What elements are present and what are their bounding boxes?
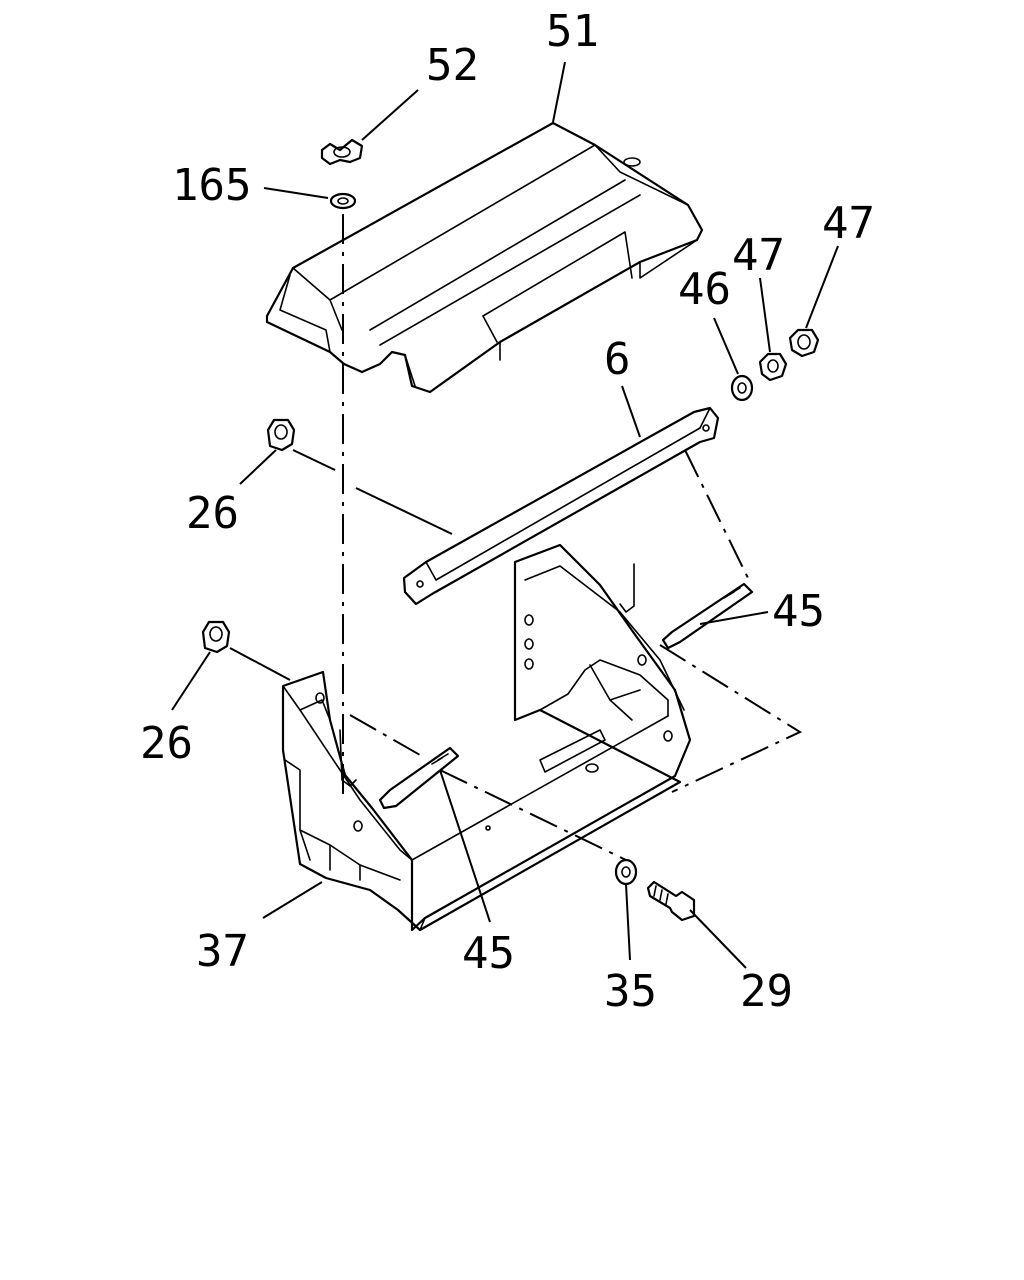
callout-6: 6 <box>604 334 631 385</box>
callout-51: 51 <box>546 6 599 57</box>
nut-part-47-outer <box>788 328 820 358</box>
callout-52: 52 <box>426 40 479 91</box>
hook-bolt-part-45-left <box>339 729 460 810</box>
wing-nut-part <box>320 138 364 166</box>
callout-47-inner: 47 <box>732 230 785 281</box>
bolt-part-29 <box>646 880 696 922</box>
washer-part-35 <box>614 858 638 886</box>
washer-part-165 <box>329 192 357 210</box>
nut-part-26-upper <box>266 418 296 452</box>
callout-47-outer: 47 <box>822 198 875 249</box>
callout-29: 29 <box>740 966 793 1017</box>
callout-45-left: 45 <box>462 928 515 979</box>
callout-165: 165 <box>172 160 251 211</box>
hook-bolt-part-45-right <box>619 563 754 650</box>
callout-46: 46 <box>678 264 731 315</box>
leader-lines <box>171 61 839 969</box>
battery-cover-part <box>265 121 704 394</box>
callout-45-right: 45 <box>772 586 825 637</box>
battery-tray-part <box>281 543 692 932</box>
hold-down-bar-part <box>402 406 720 606</box>
assembly-centerlines <box>342 214 803 861</box>
callout-26-upper: 26 <box>186 488 239 539</box>
washer-part-46 <box>730 374 754 402</box>
callout-35: 35 <box>604 966 657 1017</box>
callout-26-lower: 26 <box>140 718 193 769</box>
callout-37: 37 <box>196 926 249 977</box>
callout-labels: 51 52 165 47 47 46 6 26 45 26 37 45 35 2… <box>140 6 875 1017</box>
nut-part-26-lower <box>201 620 231 654</box>
nut-part-47-inner <box>758 352 788 382</box>
